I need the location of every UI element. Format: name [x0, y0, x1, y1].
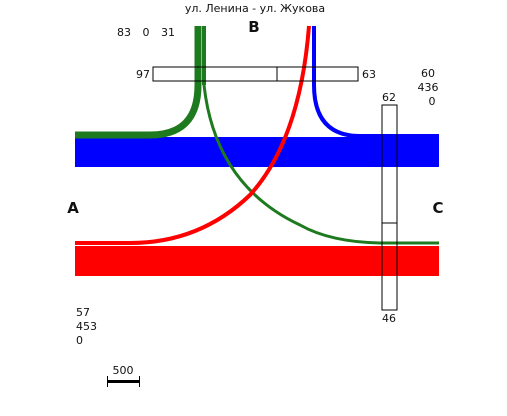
- approach-b-label: B: [248, 18, 259, 36]
- count-gate-top-left: 97: [136, 68, 150, 81]
- count-c-top-3: 0: [429, 95, 436, 108]
- count-c-top-2: 436: [418, 81, 439, 94]
- count-gate-top-right: 63: [362, 68, 376, 81]
- blue-flow-band: [75, 137, 439, 167]
- count-gate-right-bottom: 46: [382, 312, 396, 325]
- count-b-center: 0: [143, 26, 150, 39]
- blue-flow-b-to-c: [312, 26, 439, 138]
- diagram-title: ул. Ленина - ул. Жукова: [185, 2, 325, 15]
- red-flow-band: [75, 246, 439, 276]
- count-gate-right-top: 62: [382, 91, 396, 104]
- gate-right: [381, 104, 398, 311]
- green-flow-b-to-a: [75, 26, 202, 139]
- count-a-bottom-1: 57: [76, 306, 90, 319]
- count-a-bottom-3: 0: [76, 334, 83, 347]
- scale-bar: [107, 380, 140, 383]
- count-b-left: 83: [117, 26, 131, 39]
- green-flow-b-to-c: [202, 84, 439, 245]
- approach-a-label: A: [67, 199, 79, 217]
- count-b-right: 31: [161, 26, 175, 39]
- count-c-top-1: 60: [421, 67, 435, 80]
- gate-top: [152, 66, 359, 82]
- count-a-bottom-2: 453: [76, 320, 97, 333]
- approach-c-label: C: [432, 199, 443, 217]
- red-flow-b-to-a: [75, 25, 311, 245]
- scale-label: 500: [113, 364, 134, 377]
